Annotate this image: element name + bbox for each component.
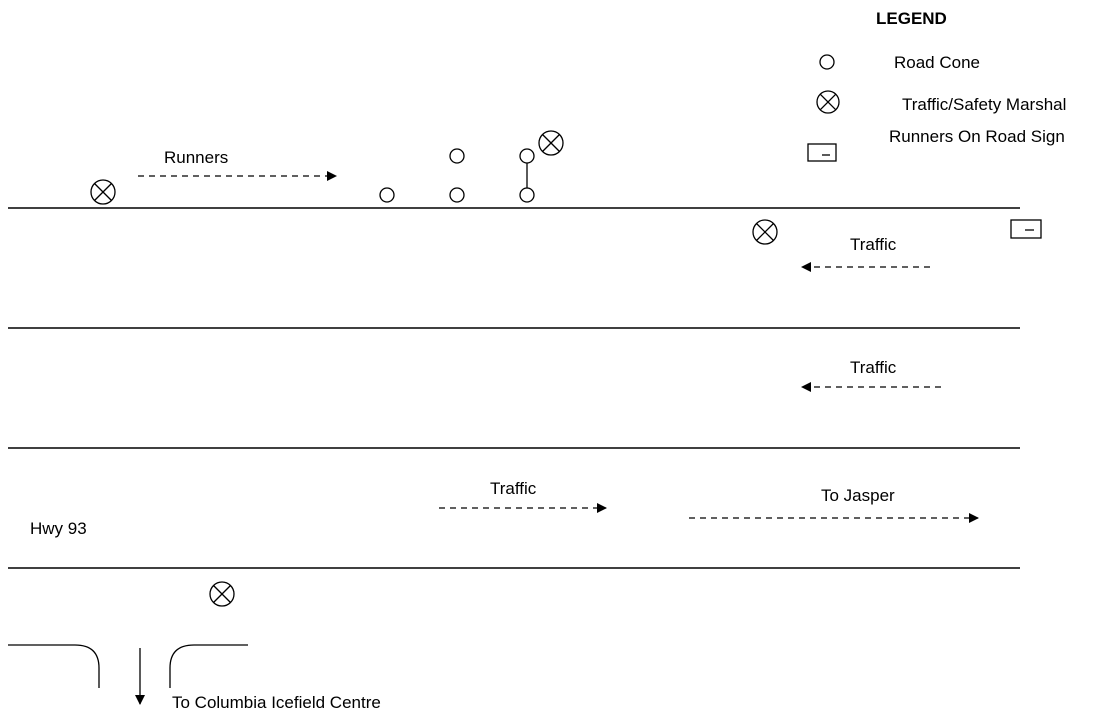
traffic-label: Traffic: [850, 235, 897, 254]
road-sign-icon: [1010, 219, 1042, 239]
road-cone-icon: [449, 187, 465, 203]
side-road-right-curb: [169, 644, 248, 688]
marshal-icon: [209, 581, 235, 607]
legend-road-cone-icon: [819, 54, 835, 70]
road-cone-icon: [519, 187, 535, 203]
marshal-icon: [752, 219, 778, 245]
road-cone-icon: [379, 187, 395, 203]
marshal-icon: [538, 130, 564, 156]
traffic-label: Traffic: [490, 479, 537, 498]
road-cone-icon: [449, 148, 465, 164]
legend-road-cone-label: Road Cone: [894, 53, 980, 72]
highway-label: Hwy 93: [30, 519, 87, 538]
to-centre-label: To Columbia Icefield Centre: [172, 693, 381, 712]
legend-marshal-label: Traffic/Safety Marshal: [902, 95, 1066, 114]
legend-title: LEGEND: [876, 9, 947, 28]
legend-road-sign-label: Runners On Road Sign: [889, 127, 1065, 146]
marshal-icon: [90, 179, 116, 205]
traffic-label: Traffic: [850, 358, 897, 377]
runners-label: Runners: [164, 148, 228, 167]
legend-marshal-icon: [816, 90, 840, 114]
legend-road-sign-icon: [807, 143, 837, 162]
side-road-left-curb: [8, 644, 100, 688]
to-jasper-label: To Jasper: [821, 486, 895, 505]
road-cone-icon: [519, 148, 535, 164]
